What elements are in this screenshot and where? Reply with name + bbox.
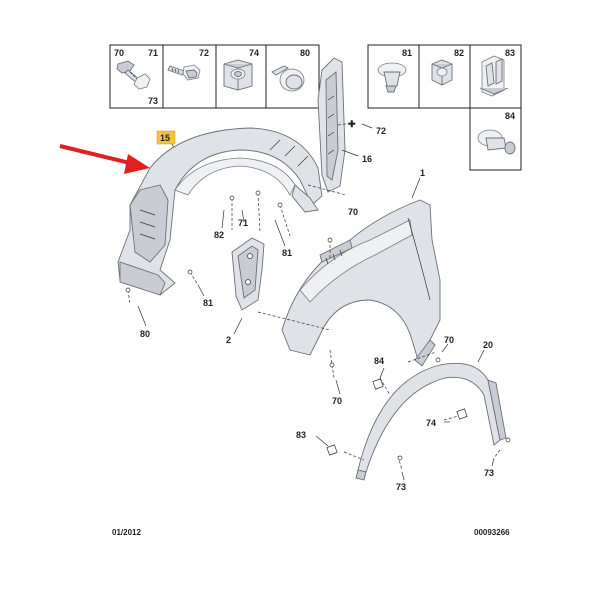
- box-label-83: 83: [505, 48, 515, 58]
- nut-82-icon: [431, 59, 453, 86]
- footer-ref: 00093266: [474, 528, 510, 537]
- box-label-82: 82: [454, 48, 464, 58]
- fastener-box-left: 70 71 73 72 74 80: [109, 44, 320, 109]
- box-label-72: 72: [199, 48, 209, 58]
- highlight-15: 15: [156, 130, 181, 161]
- box-label-84: 84: [505, 111, 515, 121]
- callout-1: 1: [420, 168, 425, 178]
- footer-date: 01/2012: [112, 528, 141, 537]
- callout-72: 72: [376, 126, 386, 136]
- front-fender: [281, 199, 441, 367]
- callout-16: 16: [362, 154, 372, 164]
- plus-marker: ✚: [348, 119, 356, 129]
- fixing-lines: [127, 122, 501, 471]
- callout-74: 74: [426, 418, 436, 428]
- callout-80: 80: [140, 329, 150, 339]
- callout-83: 83: [296, 430, 306, 440]
- red-arrow: [59, 144, 150, 174]
- clip-81-icon: [377, 62, 407, 93]
- callout-70-right: 70: [444, 335, 454, 345]
- callout-81-lower: 81: [203, 298, 213, 308]
- leader-lines: [137, 123, 495, 481]
- callout-2: 2: [226, 335, 231, 345]
- callout-82: 82: [214, 230, 224, 240]
- bracket-16: [317, 57, 346, 193]
- callout-70-top: 70: [348, 207, 358, 217]
- callout-73-left: 73: [396, 482, 406, 492]
- callout-73-right: 73: [484, 468, 494, 478]
- highlight-label: 15: [160, 133, 170, 143]
- box-label-81: 81: [402, 48, 412, 58]
- callout-81-upper: 81: [282, 248, 292, 258]
- screw-icon: [116, 60, 151, 90]
- cage-nut-icon: [223, 59, 253, 91]
- box-label-73: 73: [148, 96, 158, 106]
- box-label-74: 74: [249, 48, 259, 58]
- clip-83-icon: [479, 55, 509, 97]
- box-label-71: 71: [148, 48, 158, 58]
- box-label-80: 80: [300, 48, 310, 58]
- bracket-2: [231, 237, 265, 311]
- callout-20: 20: [483, 340, 493, 350]
- callout-labels: 72 16 1 70 71 82 81 81 80 2 70 70 84 20 …: [140, 126, 494, 492]
- callout-71: 71: [238, 218, 248, 228]
- highlight-badge: [156, 130, 176, 145]
- callout-70-bottom: 70: [332, 396, 342, 406]
- bolt-icon: [167, 64, 201, 81]
- arch-molding: [355, 362, 507, 481]
- wheel-arch-liner: [117, 127, 323, 296]
- box-label-70: 70: [114, 48, 124, 58]
- callout-84: 84: [374, 356, 384, 366]
- push-clip-icon: [271, 65, 305, 92]
- clip-84-icon: [477, 129, 516, 155]
- fastener-box-right: 81 82 83 84: [367, 44, 522, 171]
- fastener-markers: [125, 190, 511, 461]
